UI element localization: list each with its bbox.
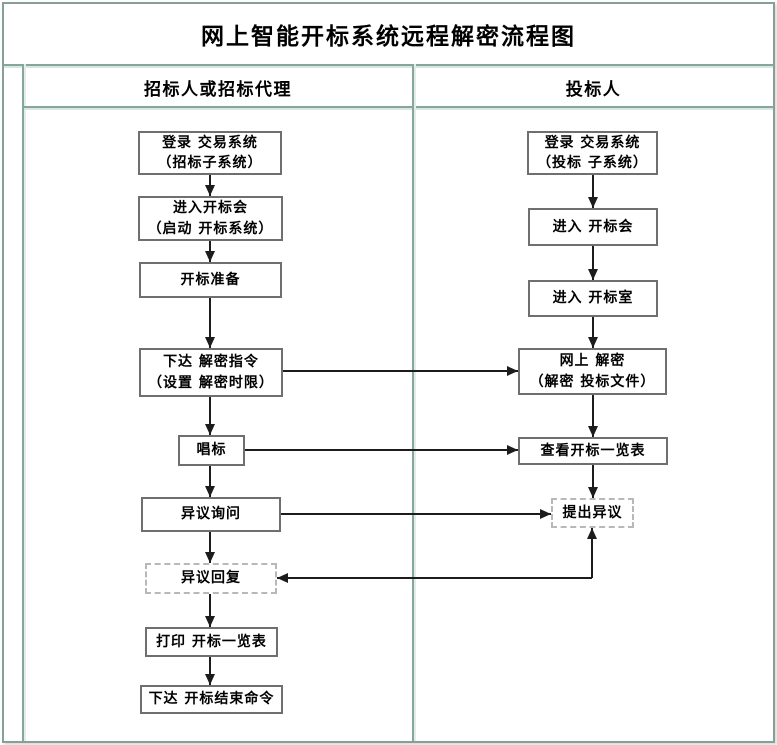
flow-node-objection-reply: 异议回复 — [145, 563, 277, 594]
arrowhead-down-bid-reading-to-objection-inquiry — [205, 486, 215, 497]
connector-bid-reading-to-view-summary — [245, 449, 518, 451]
arrowhead-right-objection-inquiry-to-raise-objection — [540, 509, 551, 519]
flow-node-end-bid-opening-command: 下达 开标结束命令 — [140, 685, 283, 714]
connector-online-decrypt-to-view-summary — [592, 395, 594, 437]
connector-room-to-online-decrypt — [592, 317, 594, 348]
flow-node-issue-decrypt-command-line-1: 下达 解密指令 — [163, 354, 259, 371]
lane-header-tenderer: 招标人或招标代理 — [24, 66, 412, 108]
flow-node-bidder-login-line-2: （投标 子系统） — [537, 155, 648, 171]
connector-decrypt-command-to-online-decrypt — [283, 370, 518, 372]
lane-header-separator-line — [24, 106, 773, 108]
connector-objection-inquiry-to-raise-objection — [281, 513, 551, 515]
flow-node-raise-objection-line-1: 提出异议 — [562, 504, 623, 521]
flow-node-end-bid-opening-command-line-1: 下达 开标结束命令 — [148, 691, 275, 708]
flow-node-online-decrypt: 网上 解密 （解密 投标文件） — [518, 348, 667, 395]
flow-node-objection-reply-line-1: 异议回复 — [181, 570, 241, 587]
flow-node-tenderer-login: 登录 交易系统 （招标子系统） — [138, 131, 282, 175]
arrowhead-down-reply-to-print — [205, 616, 215, 627]
connector-objection-inquiry-to-reply — [209, 532, 211, 563]
flow-node-raise-objection: 提出异议 — [551, 498, 634, 528]
flow-node-bid-reading: 唱标 — [178, 435, 245, 466]
flow-node-bid-reading-line-1: 唱标 — [196, 442, 227, 459]
page-title: 网上智能开标系统远程解密流程图 — [201, 24, 576, 50]
title-band: 网上智能开标系统远程解密流程图 — [4, 4, 773, 64]
arrowhead-left-raise-objection-reply-link — [277, 573, 288, 583]
flow-node-bidder-enter-meeting-line-1: 进入 开标会 — [552, 218, 634, 235]
flow-node-tenderer-login-line-1: 登录 交易系统 — [162, 134, 258, 151]
connector-print-to-end-command — [209, 657, 211, 685]
arrowhead-right-bid-reading-to-view-summary — [507, 445, 518, 455]
flow-node-objection-inquiry-line-1: 异议询问 — [181, 506, 241, 523]
connector-bidder-login-to-enter-meeting — [592, 175, 594, 208]
flow-node-issue-decrypt-command-line-2: （设置 解密时限） — [148, 374, 274, 391]
arrowhead-right-decrypt-command-to-online-decrypt — [507, 366, 518, 376]
connector-decrypt-command-to-bid-reading — [209, 397, 211, 435]
arrowhead-down-room-to-online-decrypt — [588, 337, 598, 348]
flow-node-bidder-enter-room: 进入 开标室 — [528, 280, 658, 317]
lane-header-bidder-label: 投标人 — [565, 79, 622, 100]
flow-node-bidder-login-line-1: 登录 交易系统 — [544, 134, 641, 151]
flow-node-bidder-enter-room-line-1: 进入 开标室 — [552, 290, 634, 307]
arrowhead-down-view-summary-to-raise-objection — [588, 487, 598, 498]
flow-node-online-decrypt-line-1: 网上 解密 — [559, 353, 626, 370]
arrowhead-down-prep-to-decrypt-command — [205, 337, 215, 348]
arrowhead-down-decrypt-command-to-bid-reading — [205, 424, 215, 435]
arrowhead-down-enter-meeting-to-prep — [205, 251, 215, 262]
arrowhead-down-bidder-login-to-enter-meeting — [588, 197, 598, 208]
arrowhead-down-tenderer-login-to-enter-meeting — [205, 185, 215, 196]
arrowhead-down-print-to-end-command — [205, 674, 215, 685]
arrowhead-up-raise-objection-reply-link — [587, 528, 597, 539]
flow-node-tenderer-enter-meeting-line-2: （启动 开标系统） — [147, 220, 274, 237]
flow-node-bidder-enter-meeting: 进入 开标会 — [528, 208, 658, 246]
connector-raise-objection-reply-link — [591, 528, 593, 578]
connector-bid-reading-to-objection-inquiry — [209, 466, 211, 497]
flow-node-tenderer-enter-meeting-line-1: 进入开标会 — [173, 200, 248, 217]
connector-reply-to-print — [209, 594, 211, 627]
flow-node-bidder-login: 登录 交易系统 （投标 子系统） — [527, 131, 658, 175]
flow-node-objection-inquiry: 异议询问 — [141, 497, 281, 532]
title-separator-line — [4, 64, 773, 66]
flow-node-issue-decrypt-command: 下达 解密指令 （设置 解密时限） — [139, 348, 283, 397]
connector-prep-to-decrypt-command — [209, 298, 211, 348]
flow-node-view-bid-summary: 查看开标一览表 — [518, 437, 668, 465]
flow-node-tenderer-login-line-2: （招标子系统） — [157, 155, 263, 171]
flow-node-tenderer-enter-meeting: 进入开标会 （启动 开标系统） — [138, 196, 283, 241]
arrowhead-down-objection-inquiry-to-reply — [205, 552, 215, 563]
flow-node-view-bid-summary-line-1: 查看开标一览表 — [540, 442, 646, 459]
connector-view-summary-to-raise-objection — [592, 465, 594, 498]
flow-node-bid-opening-prep-line-1: 开标准备 — [180, 271, 241, 288]
arrowhead-down-bidder-enter-meeting-to-room — [588, 269, 598, 280]
flow-node-print-bid-summary-line-1: 打印 开标一览表 — [156, 633, 267, 650]
arrowhead-down-online-decrypt-to-view-summary — [588, 426, 598, 437]
lane-separator-line — [412, 64, 414, 741]
left-gutter-line — [22, 64, 24, 741]
flow-node-online-decrypt-line-2: （解密 投标文件） — [529, 373, 656, 390]
flow-node-bid-opening-prep: 开标准备 — [139, 262, 282, 298]
connector-bidder-enter-meeting-to-room — [592, 246, 594, 280]
lane-header-tenderer-label: 招标人或招标代理 — [144, 79, 292, 100]
lane-header-bidder: 投标人 — [414, 66, 773, 108]
flow-node-print-bid-summary: 打印 开标一览表 — [145, 627, 278, 657]
connector-raise-objection-reply-link — [277, 577, 592, 579]
